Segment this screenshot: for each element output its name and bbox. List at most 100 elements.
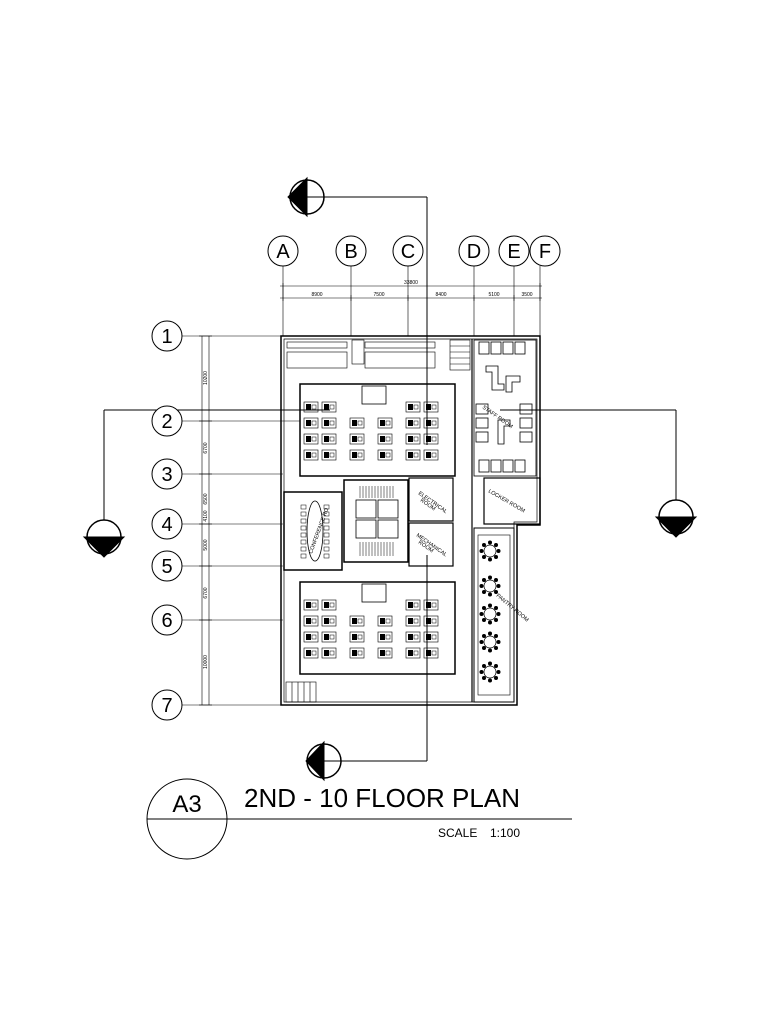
dimension-row-3: 6500: [203, 493, 209, 504]
desk-unit: [423, 401, 439, 413]
desk-unit: [405, 615, 421, 627]
desk-unit: [349, 631, 365, 643]
locker-room: [483, 477, 541, 525]
desk-unit: [377, 433, 393, 445]
grid-label-4: 4: [161, 514, 172, 536]
top-workstation-strip: [286, 339, 436, 369]
dimension-bay-2: 7500: [373, 292, 384, 298]
grid-label-a: A: [276, 241, 290, 263]
conference-chair: [300, 511, 307, 517]
grid-label-3: 3: [161, 464, 172, 486]
conference-chair: [323, 553, 330, 559]
grid-label-f: F: [539, 241, 551, 263]
section-marker-left: [82, 409, 330, 558]
desk-unit: [321, 615, 337, 627]
locker-room-label: LOCKER ROOM: [487, 489, 526, 515]
desk-unit: [423, 599, 439, 611]
pantry-room-label: PANTRY ROOM: [495, 593, 530, 624]
dimension-row-4: 4100: [203, 510, 209, 521]
grid-label-5: 5: [161, 556, 172, 578]
conference-chair: [300, 546, 307, 552]
conference-chair: [300, 532, 307, 538]
section-marker-right: [500, 409, 698, 538]
desk-unit: [423, 615, 439, 627]
desk-unit: [405, 449, 421, 461]
desk-unit: [321, 417, 337, 429]
round-table: [479, 575, 501, 597]
grid-label-c: C: [401, 241, 415, 263]
desk-unit: [423, 449, 439, 461]
conference-chair: [323, 518, 330, 524]
conference-chair: [300, 518, 307, 524]
staff-room-label: STAFF ROOM: [481, 405, 514, 431]
pantry-tables: [479, 540, 501, 683]
conference-chair: [323, 525, 330, 531]
dimension-bay-4: 5100: [488, 292, 499, 298]
stair-bottom: [285, 681, 317, 703]
desk-unit: [377, 631, 393, 643]
desk-unit: [405, 433, 421, 445]
dimension-row-5: 5000: [203, 539, 209, 550]
desk-unit: [377, 615, 393, 627]
desk-unit: [303, 401, 319, 413]
dimension-row-6: 6700: [203, 587, 209, 598]
conference-chair: [300, 525, 307, 531]
office-area-south: [299, 581, 456, 675]
grid-label-7: 7: [161, 695, 172, 717]
grid-label-1: 1: [161, 326, 172, 348]
desk-unit: [423, 631, 439, 643]
desk-unit: [303, 647, 319, 659]
desk-unit: [349, 615, 365, 627]
section-marker-bottom: [305, 555, 428, 782]
desk-unit: [423, 647, 439, 659]
desk-unit: [405, 401, 421, 413]
desk-unit: [303, 599, 319, 611]
conference-chair: [300, 553, 307, 559]
conference-chair: [323, 511, 330, 517]
conference-chairs: [300, 504, 330, 559]
desk-unit: [303, 417, 319, 429]
building-outline: [280, 335, 541, 706]
dimension-bay-1: 8900: [311, 292, 322, 298]
grid-label-b: B: [344, 241, 357, 263]
staff-room: [473, 339, 537, 477]
desk-clusters: [303, 401, 439, 659]
grid-label-d: D: [467, 241, 481, 263]
grid-label-2: 2: [161, 411, 172, 433]
desk-unit: [303, 615, 319, 627]
dimension-bay-3: 8400: [435, 292, 446, 298]
round-table: [479, 631, 501, 653]
desk-unit: [405, 417, 421, 429]
desk-unit: [423, 417, 439, 429]
title-block: [146, 778, 572, 860]
conference-room: [283, 491, 343, 571]
grid-bubble-f: [529, 235, 561, 267]
conference-room-label: CONFERENCE RO: [308, 507, 330, 555]
desk-unit: [405, 647, 421, 659]
drawing-title: 2ND - 10 FLOOR PLAN: [244, 783, 520, 813]
desk-unit: [303, 433, 319, 445]
elevator-core: [343, 479, 409, 563]
sheet-id: A3: [172, 791, 201, 818]
desk-unit: [405, 631, 421, 643]
desk-unit: [303, 631, 319, 643]
desk-unit: [303, 449, 319, 461]
desk-unit: [349, 647, 365, 659]
desk-unit: [377, 647, 393, 659]
scale-value: 1:100: [490, 826, 520, 840]
dimension-row-7: 10000: [203, 655, 209, 669]
section-marker-top: [287, 176, 428, 445]
desk-unit: [321, 433, 337, 445]
desk-unit: [321, 401, 337, 413]
elevator-hatch: [359, 486, 394, 556]
grid-label-6: 6: [161, 610, 172, 632]
round-table: [479, 540, 501, 562]
grid-label-e: E: [507, 241, 520, 263]
scale-label: SCALE: [438, 826, 477, 840]
conference-chair: [323, 539, 330, 545]
dimension-row-1: 10200: [203, 371, 209, 385]
dimension-overall: 33800: [404, 280, 418, 286]
dimension-horizontal: [280, 283, 542, 301]
conference-chair: [323, 532, 330, 538]
